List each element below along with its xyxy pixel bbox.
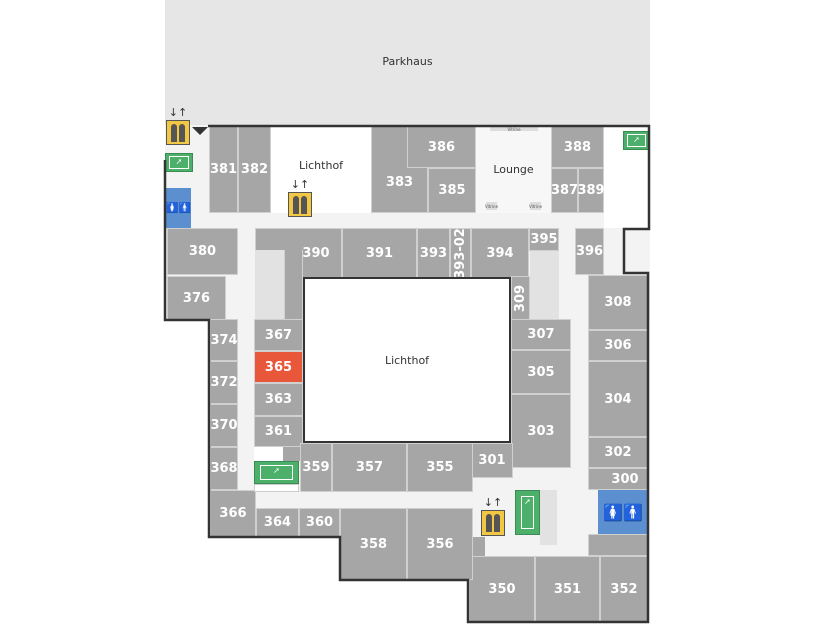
room-370[interactable]: 370 — [210, 404, 238, 447]
room-393[interactable]: 393 — [417, 228, 450, 278]
room-306[interactable]: 306 — [588, 330, 648, 361]
vestibule — [254, 484, 299, 492]
restroom-icon[interactable]: 🚺🚹 — [598, 490, 648, 534]
room-350-notch — [473, 537, 485, 556]
emergency-exit-icon: ➚ — [165, 153, 193, 172]
lounge-label: Lounge — [493, 163, 534, 176]
elevator-direction-icon: ↓↑ — [168, 106, 188, 119]
room-372[interactable]: 372 — [210, 361, 238, 404]
lichthof-courtyard: Lichthof — [303, 277, 511, 443]
emergency-exit-icon: ➚ — [254, 461, 299, 484]
emergency-exit-icon: ➚ — [623, 131, 650, 150]
display-case: Vitrine — [490, 127, 538, 132]
room-365-selected[interactable]: 365 — [254, 351, 303, 383]
room-380[interactable]: 380 — [167, 228, 238, 275]
display-case: Vitrine — [528, 202, 543, 210]
room-309[interactable]: 309 — [511, 276, 530, 320]
room-385[interactable]: 385 — [428, 168, 476, 213]
room-358[interactable]: 358 — [340, 508, 407, 580]
parking-garage[interactable]: Parkhaus — [165, 0, 650, 125]
room-364[interactable]: 364 — [256, 508, 299, 537]
lichthof-courtyard-label: Lichthof — [384, 353, 430, 367]
room-391[interactable]: 391 — [342, 228, 417, 278]
room-390-extension — [284, 250, 303, 320]
room-308[interactable]: 308 — [588, 275, 648, 330]
room-352[interactable]: 352 — [600, 556, 648, 622]
room-395[interactable]: 395 — [529, 228, 559, 251]
room-361[interactable]: 361 — [254, 416, 303, 447]
room-351[interactable]: 351 — [535, 556, 600, 622]
room-376[interactable]: 376 — [167, 276, 226, 320]
lichthof-north-label: Lichthof — [298, 159, 344, 172]
elevator-icon[interactable] — [166, 120, 190, 145]
room-357[interactable]: 357 — [332, 443, 407, 492]
display-case: Vitrine — [484, 202, 499, 210]
elevator-direction-icon: ↓↑ — [290, 178, 310, 191]
room-304[interactable]: 304 — [588, 361, 648, 437]
room-366[interactable]: 366 — [210, 490, 256, 537]
stairwell — [255, 250, 284, 320]
room-309-label: 309 — [513, 284, 529, 312]
vestibule — [254, 447, 283, 461]
elevator-icon[interactable] — [288, 192, 312, 217]
room-382[interactable]: 382 — [238, 126, 271, 213]
room-305[interactable]: 305 — [511, 350, 571, 394]
room-303[interactable]: 303 — [511, 394, 571, 468]
stairwell — [530, 251, 559, 320]
room-359[interactable]: 359 — [300, 443, 332, 492]
room-374[interactable]: 374 — [210, 319, 238, 361]
room-363[interactable]: 363 — [254, 383, 303, 416]
room-350[interactable]: 350 — [469, 556, 535, 622]
room-355[interactable]: 355 — [407, 443, 473, 492]
room-352-upper — [588, 534, 648, 556]
elevator-direction-icon: ↓↑ — [483, 496, 503, 509]
parking-garage-label: Parkhaus — [382, 55, 433, 68]
room-388[interactable]: 388 — [551, 126, 604, 168]
room-360[interactable]: 360 — [299, 508, 340, 537]
lichthof-north: Lichthof — [271, 126, 371, 213]
lounge[interactable]: Lounge — [476, 126, 551, 213]
room-394[interactable]: 394 — [471, 228, 529, 278]
elevator-icon[interactable] — [481, 510, 505, 536]
room-386[interactable]: 386 — [407, 126, 476, 168]
room-396[interactable]: 396 — [575, 228, 604, 275]
room-367[interactable]: 367 — [254, 319, 303, 351]
room-393-02-label: 393-02 — [453, 227, 468, 279]
restroom-icon[interactable]: 🚺🚹 — [166, 188, 191, 228]
entrance-marker-icon — [192, 127, 208, 135]
room-307[interactable]: 307 — [511, 319, 571, 350]
room-301[interactable]: 301 — [471, 443, 513, 478]
room-393-02[interactable]: 393-02 — [450, 228, 471, 278]
room-356[interactable]: 356 — [407, 508, 473, 580]
room-389[interactable]: 389 — [577, 168, 605, 213]
emergency-exit-icon: ➚ — [515, 490, 540, 535]
stairwell — [540, 490, 557, 545]
room-381[interactable]: 381 — [209, 126, 238, 213]
room-387[interactable]: 387 — [551, 168, 578, 213]
room-300[interactable]: 300 — [588, 468, 648, 490]
room-368[interactable]: 368 — [210, 447, 238, 490]
room-302[interactable]: 302 — [588, 437, 648, 468]
